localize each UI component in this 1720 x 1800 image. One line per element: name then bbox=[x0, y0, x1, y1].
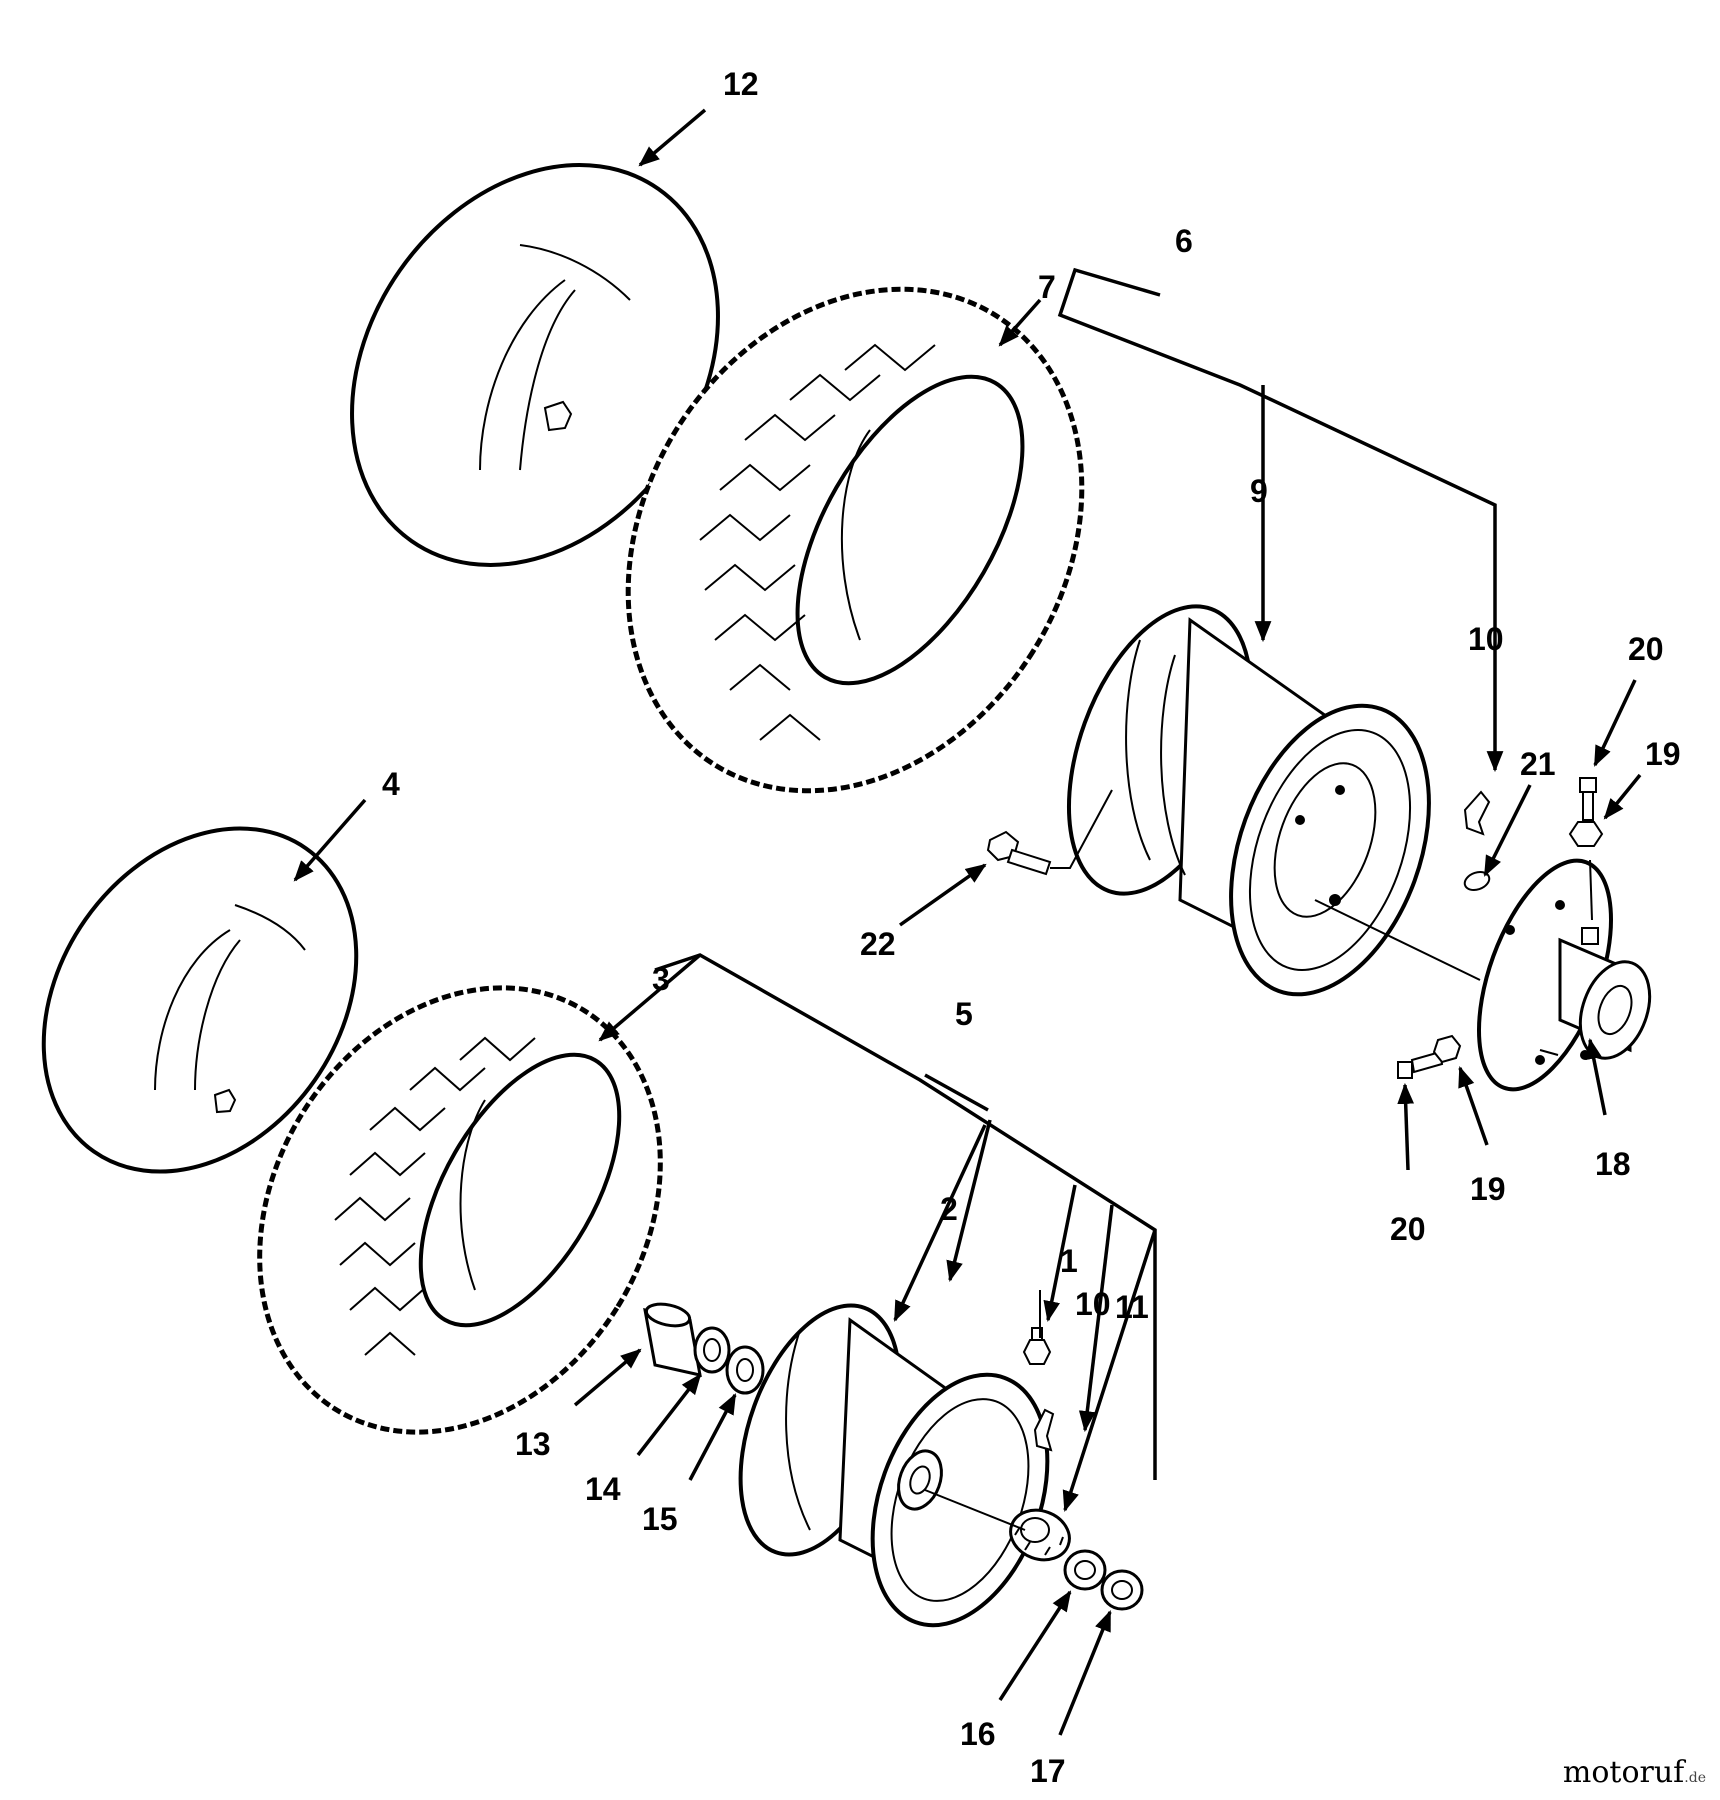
label-part-20-lower: 20 bbox=[1390, 1211, 1426, 1247]
washer-16 bbox=[1063, 1549, 1107, 1591]
watermark-logo: motoruf.de bbox=[1563, 1755, 1706, 1790]
label-part-13: 13 bbox=[515, 1426, 551, 1462]
label-part-19-upper: 19 bbox=[1645, 736, 1681, 772]
leader-lines bbox=[293, 108, 1642, 1736]
nut-19-upper bbox=[1568, 821, 1604, 847]
part-number-labels: 12 6 7 9 10 20 21 19 4 22 3 5 18 19 20 2… bbox=[382, 66, 1681, 1789]
label-part-20-upper: 20 bbox=[1628, 631, 1664, 667]
label-part-7: 7 bbox=[1038, 269, 1056, 305]
label-part-10-lower: 10 bbox=[1075, 1286, 1111, 1322]
key-21 bbox=[1463, 870, 1491, 892]
hub-upper bbox=[1477, 858, 1652, 1092]
label-part-3: 3 bbox=[652, 961, 670, 997]
tire-upper bbox=[625, 286, 1085, 794]
bolt-22 bbox=[986, 830, 1052, 876]
tread-pattern-upper bbox=[699, 343, 936, 741]
label-part-10-upper: 10 bbox=[1468, 621, 1504, 657]
label-part-2: 2 bbox=[940, 1191, 958, 1227]
label-part-18: 18 bbox=[1595, 1146, 1631, 1182]
washer-17 bbox=[1100, 1569, 1144, 1611]
bolt-20-upper bbox=[1579, 777, 1597, 821]
label-part-1: 1 bbox=[1060, 1243, 1078, 1279]
valve-stem-lower-1 bbox=[1022, 1327, 1052, 1365]
label-part-15: 15 bbox=[642, 1501, 678, 1537]
watermark-suffix: .de bbox=[1684, 1770, 1706, 1786]
label-part-17: 17 bbox=[1030, 1753, 1066, 1789]
nut-19-lower bbox=[1432, 1034, 1462, 1064]
label-part-19-lower: 19 bbox=[1470, 1171, 1506, 1207]
tread-pattern-lower bbox=[334, 1036, 536, 1356]
bearing-11 bbox=[1009, 1508, 1071, 1562]
rim-lower bbox=[738, 1303, 1050, 1628]
watermark-text: motoruf bbox=[1562, 1755, 1685, 1790]
label-part-6: 6 bbox=[1175, 223, 1193, 259]
label-part-9: 9 bbox=[1250, 473, 1268, 509]
rim-upper bbox=[1066, 604, 1431, 997]
assembly-lines bbox=[924, 789, 1593, 1531]
label-part-21: 21 bbox=[1520, 746, 1556, 782]
label-part-12: 12 bbox=[723, 66, 759, 102]
bushing-13 bbox=[643, 1302, 702, 1377]
label-part-5: 5 bbox=[955, 996, 973, 1032]
label-part-22: 22 bbox=[860, 926, 896, 962]
valve-stem-upper-10 bbox=[1463, 790, 1491, 836]
tire-lower bbox=[257, 985, 663, 1435]
washer-15 bbox=[725, 1345, 765, 1395]
valve-stem-lower-10 bbox=[1033, 1408, 1055, 1452]
label-part-16: 16 bbox=[960, 1716, 996, 1752]
inner-tube-lower bbox=[41, 826, 359, 1174]
label-part-11: 11 bbox=[1115, 1289, 1149, 1325]
retaining-ring-14 bbox=[693, 1326, 731, 1374]
label-part-14: 14 bbox=[585, 1471, 621, 1507]
label-part-4: 4 bbox=[382, 766, 400, 802]
bolt-20-lower bbox=[1397, 1050, 1444, 1079]
